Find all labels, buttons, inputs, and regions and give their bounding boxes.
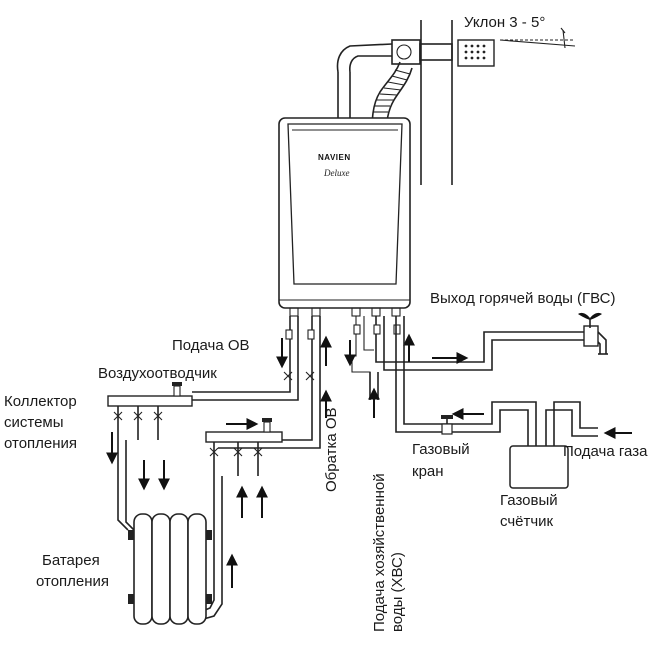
radiator-label-line2: отопления — [36, 573, 109, 590]
collector-label-line3: отопления — [4, 435, 77, 452]
gas-valve-label-line2: кран — [412, 463, 444, 480]
dhw-supply-label-line1: Подача хозяйственной — [371, 473, 388, 632]
supply-ov-label: Подача ОВ — [172, 337, 250, 354]
valve-icon — [353, 324, 401, 335]
radiator-label-line1: Батарея — [42, 552, 100, 569]
gas-valve-label-line1: Газовый — [412, 441, 470, 458]
dhw-supply-label-line2: воды (ХВС) — [389, 552, 406, 632]
hot-water-pipe — [375, 316, 584, 371]
gas-valve-icon — [441, 415, 453, 435]
air-vent-icon — [172, 382, 272, 433]
collector-label-line2: системы — [4, 414, 64, 431]
collector-label-line1: Коллектор — [4, 393, 77, 410]
gas-meter-label-line2: счётчик — [500, 513, 554, 530]
air-vent-label: Воздухоотводчик — [98, 365, 217, 382]
collector-branches-return — [209, 442, 263, 476]
hot-water-outlet-label: Выход горячей воды (ГВС) — [430, 290, 616, 307]
flue-terminal-icon — [457, 39, 495, 67]
boiler-connections — [289, 307, 401, 317]
heating-return-pipe — [205, 316, 321, 449]
return-ov-label: Обратка ОВ — [323, 407, 340, 492]
faucet-icon — [578, 312, 608, 355]
boiler-brand: NAVIEN — [318, 153, 351, 162]
slope-indicator — [499, 27, 576, 49]
gas-meter-label-line1: Газовый — [500, 492, 558, 509]
boiler — [278, 117, 411, 317]
radiator — [128, 513, 212, 625]
valve-icon — [283, 329, 315, 381]
collector-branches-top — [113, 406, 163, 440]
slope-label: Уклон 3 - 5° — [464, 14, 545, 31]
heating-supply-pipe — [107, 316, 299, 407]
gas-meter-icon — [509, 445, 569, 489]
gas-supply-label: Подача газа — [563, 443, 648, 460]
gas-pipe — [395, 316, 598, 446]
boiler-model: Deluxe — [323, 168, 349, 178]
